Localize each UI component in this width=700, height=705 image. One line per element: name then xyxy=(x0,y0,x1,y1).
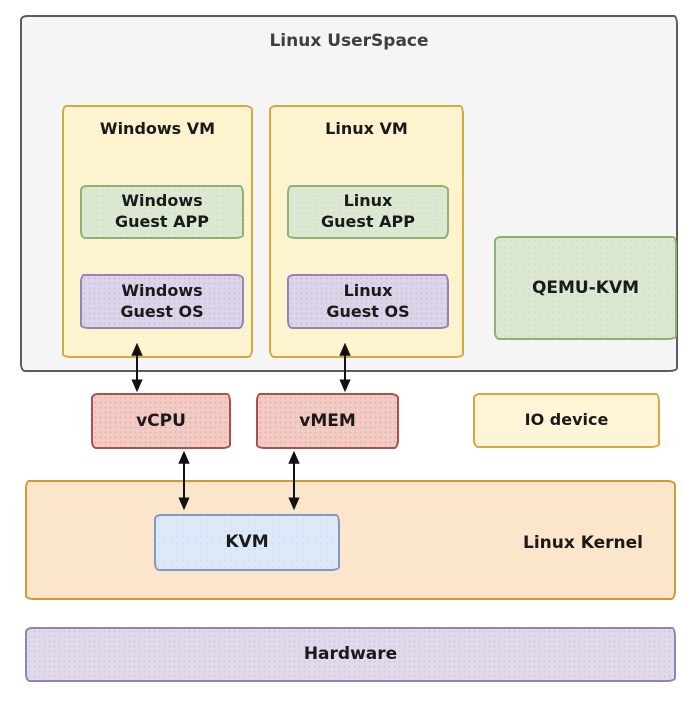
vmem-box: vMEM xyxy=(256,393,399,449)
linux-vm-title: Linux VM xyxy=(325,119,408,138)
kvm-box: KVM xyxy=(154,514,340,571)
windows-guest-app-box: Windows Guest APP xyxy=(80,185,244,239)
windows-guest-os-box: Windows Guest OS xyxy=(80,274,244,329)
qemu-kvm-box: QEMU-KVM xyxy=(494,236,677,340)
linux-guest-app-box: Linux Guest APP xyxy=(287,185,449,239)
vcpu-box: vCPU xyxy=(91,393,231,449)
windows-vm-title: Windows VM xyxy=(99,119,216,138)
linux-guest-os-box: Linux Guest OS xyxy=(287,274,449,329)
userspace-title: Linux UserSpace xyxy=(269,31,429,51)
hardware-box: Hardware xyxy=(25,627,676,682)
linux-kernel-label: Linux Kernel xyxy=(523,533,643,553)
userspace-container: Linux UserSpace Windows VM Linux VM Wind… xyxy=(20,15,678,372)
io-device-box: IO device xyxy=(473,393,660,448)
linux-kernel-box: Linux Kernel KVM xyxy=(25,480,676,600)
